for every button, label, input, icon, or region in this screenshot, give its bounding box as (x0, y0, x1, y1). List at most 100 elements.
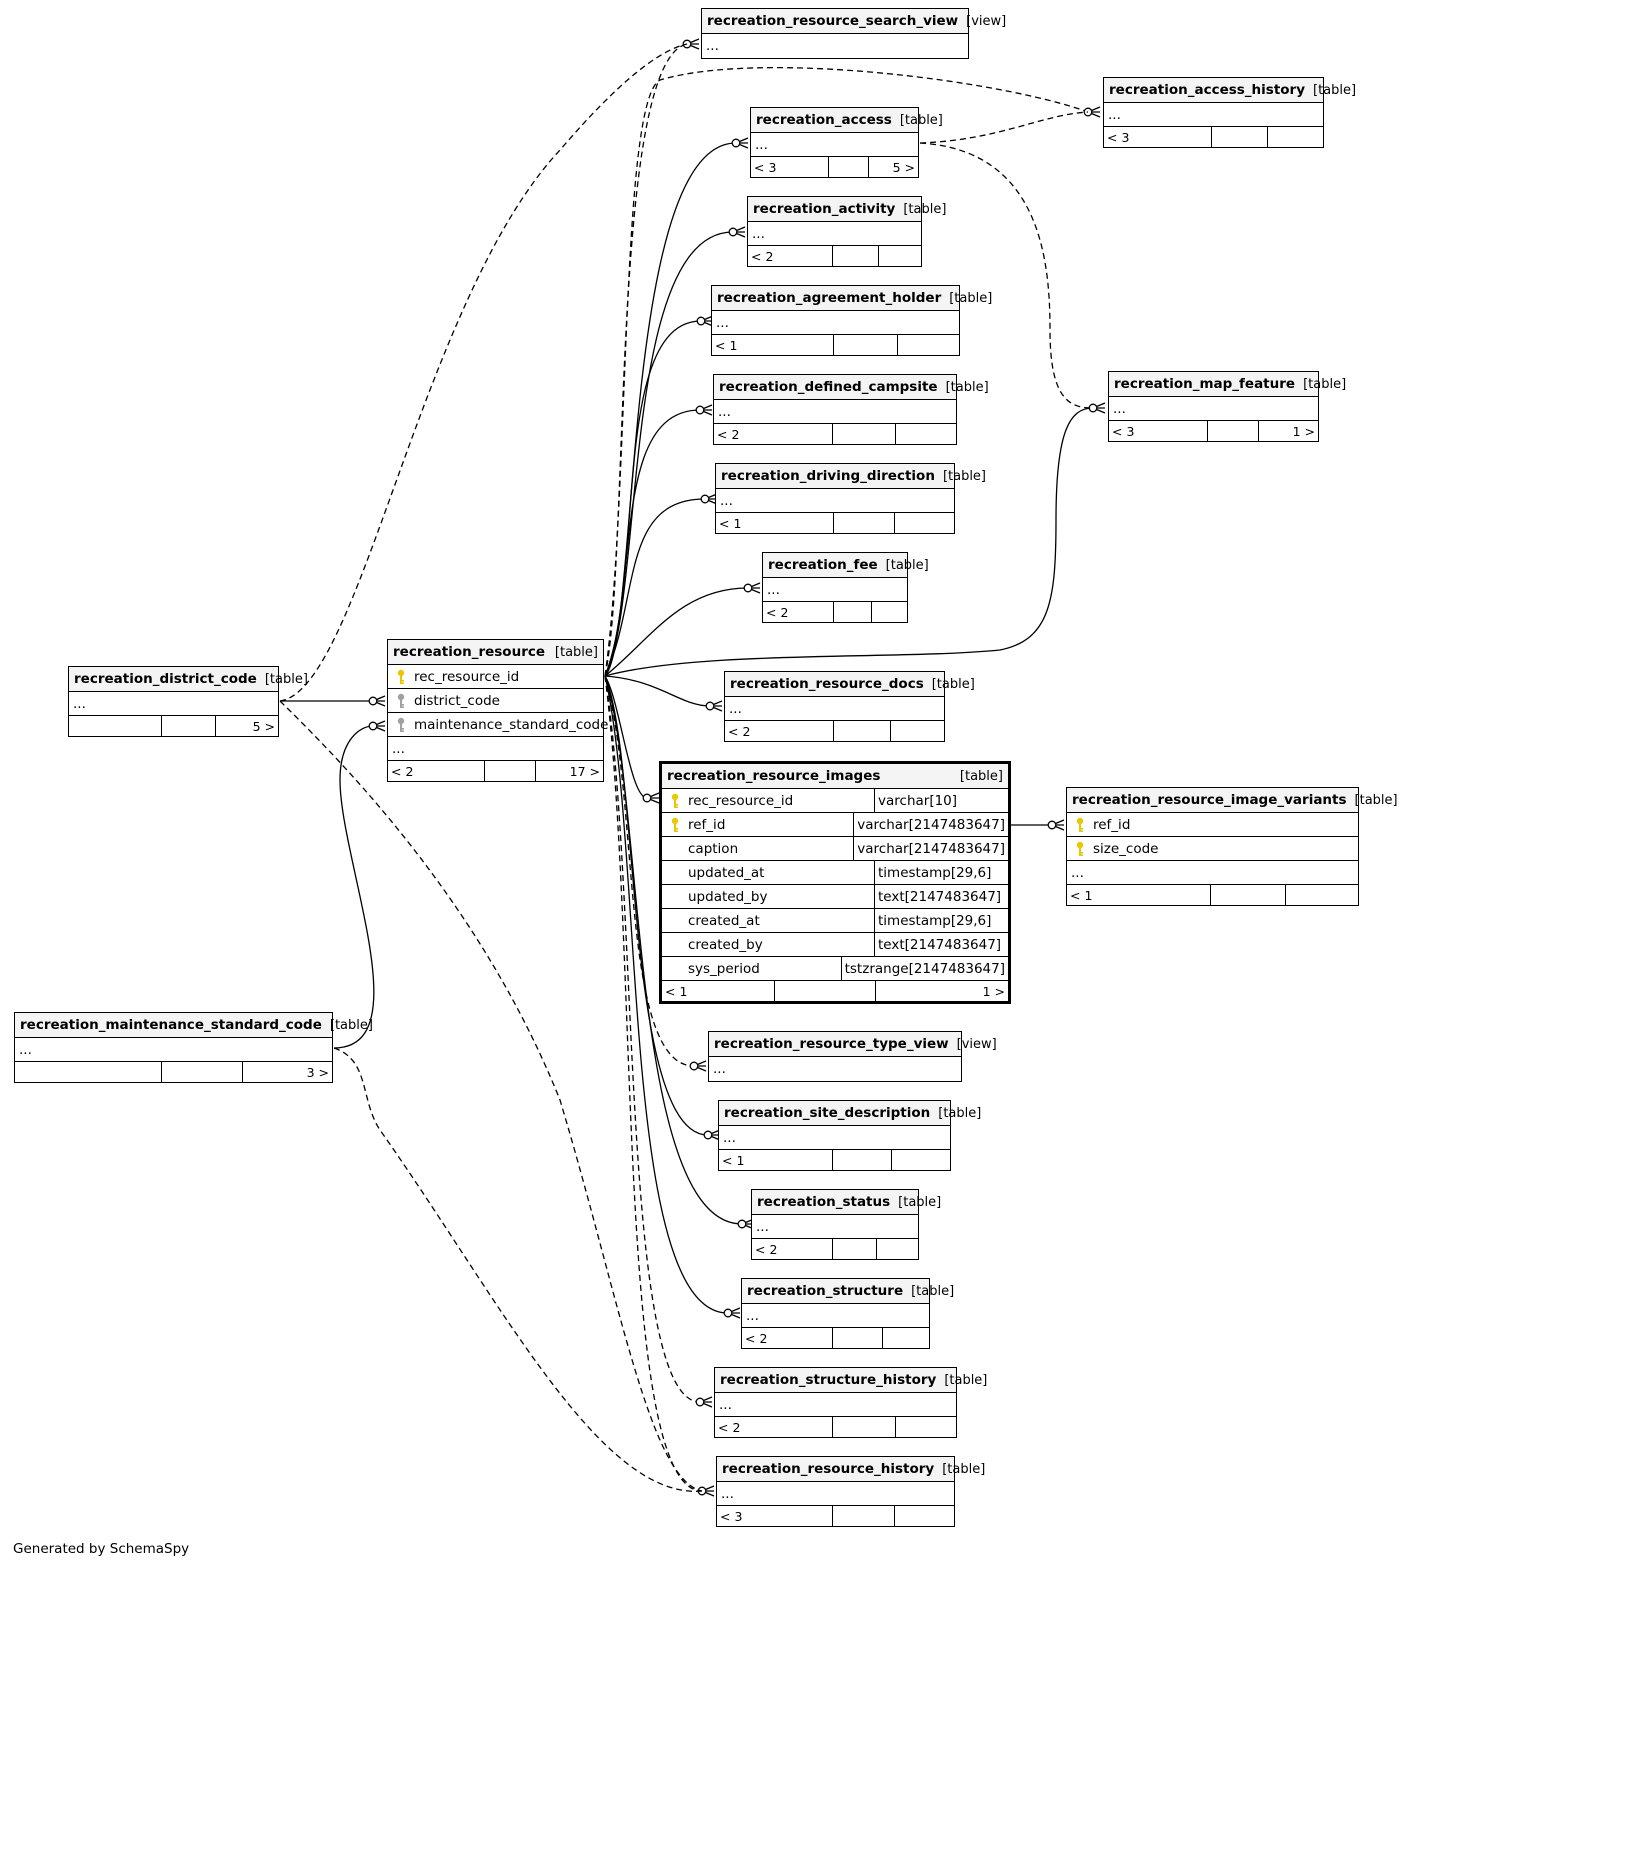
parents-count[interactable]: < 2 (728, 723, 751, 739)
children-count[interactable] (894, 1506, 954, 1526)
table-resource[interactable]: recreation_resource[table]rec_resource_i… (387, 639, 608, 782)
column-type: text[2147483647] (874, 933, 1008, 956)
relationship-resource-to-resource-history (604, 675, 703, 1492)
parents-count[interactable]: < 1 (722, 1152, 745, 1168)
footer-spacer (833, 602, 871, 622)
parents-count[interactable]: < 1 (715, 337, 738, 353)
parents-count[interactable] (69, 716, 161, 736)
children-count[interactable] (895, 424, 956, 444)
children-count[interactable] (897, 335, 959, 355)
table-name: recreation_access (756, 112, 892, 128)
table-resource-images[interactable]: recreation_resource_images[table]rec_res… (659, 761, 1011, 1004)
children-count[interactable]: 1 > (875, 981, 1008, 1001)
table-header: recreation_activity[table] (748, 197, 946, 222)
column-row: ... (751, 133, 918, 157)
parents-count[interactable]: < 3 (1112, 423, 1135, 439)
more-columns: ... (706, 38, 719, 54)
more-columns: ... (713, 1061, 726, 1077)
children-count[interactable] (890, 721, 944, 741)
table-name: recreation_resource_docs (730, 676, 924, 692)
column-name: created_at (688, 912, 760, 929)
table-footer: < 2 (714, 424, 956, 444)
table-status[interactable]: recreation_status[table]...< 2 (751, 1189, 941, 1260)
table-name: recreation_defined_campsite (719, 379, 938, 395)
parents-count[interactable] (15, 1062, 161, 1082)
relationship-resource-to-map-feature (604, 407, 1094, 677)
table-footer: < 1 (719, 1150, 950, 1170)
children-count[interactable]: 1 > (1258, 421, 1318, 441)
children-count[interactable]: 3 > (242, 1062, 332, 1082)
children-count[interactable] (882, 1328, 929, 1348)
relationship-access-to-access-history (919, 111, 1089, 144)
footer-spacer (832, 1417, 895, 1437)
children-count[interactable] (894, 513, 954, 533)
parents-count[interactable]: < 2 (718, 1419, 741, 1435)
footer-spacer (833, 721, 890, 741)
children-count[interactable] (1285, 885, 1358, 905)
table-header: recreation_resource_type_view[view] (709, 1032, 997, 1057)
parents-count[interactable]: < 3 (1107, 129, 1130, 145)
table-district-code[interactable]: recreation_district_code[table]...5 > (68, 666, 308, 737)
table-image-variants[interactable]: recreation_resource_image_variants[table… (1066, 787, 1398, 906)
children-count[interactable] (1267, 127, 1323, 147)
relationship-maint-std-code-to-resource-history (333, 1047, 703, 1492)
parents-count[interactable]: < 2 (755, 1241, 778, 1257)
parents-count[interactable]: < 1 (665, 983, 688, 999)
table-access-history[interactable]: recreation_access_history[table]...< 3 (1103, 77, 1356, 148)
parents-count[interactable]: < 3 (754, 159, 777, 175)
children-count[interactable]: 5 > (215, 716, 278, 736)
table-maint-std-code[interactable]: recreation_maintenance_standard_code[tab… (14, 1012, 373, 1083)
table-structure-history[interactable]: recreation_structure_history[table]...< … (714, 1367, 987, 1438)
table-kind: [table] (1303, 376, 1347, 392)
children-count[interactable] (878, 246, 921, 266)
parents-count[interactable]: < 2 (751, 248, 774, 264)
column-name: sys_period (688, 960, 760, 977)
table-resource-docs[interactable]: recreation_resource_docs[table]...< 2 (724, 671, 975, 742)
column-name: ref_id (688, 816, 726, 833)
column-row: ... (709, 1057, 961, 1081)
table-name: recreation_fee (768, 557, 878, 573)
table-structure[interactable]: recreation_structure[table]...< 2 (741, 1278, 954, 1349)
children-count[interactable]: 17 > (535, 761, 603, 781)
table-resource-history[interactable]: recreation_resource_history[table]...< 3 (716, 1456, 985, 1527)
relationship-resource-to-fee (604, 587, 749, 677)
table-kind: [table] (264, 671, 308, 687)
children-count[interactable]: 5 > (868, 157, 918, 177)
parents-count[interactable]: < 2 (766, 604, 789, 620)
parents-count[interactable]: < 1 (1070, 887, 1093, 903)
table-driving-direction[interactable]: recreation_driving_direction[table]...< … (715, 463, 986, 534)
table-kind: [table] (1313, 82, 1357, 98)
primary-key-icon (666, 817, 684, 833)
table-kind: [table] (899, 112, 943, 128)
optional-marker (723, 1308, 733, 1318)
table-defined-campsite[interactable]: recreation_defined_campsite[table]...< 2 (713, 374, 989, 445)
children-count[interactable] (871, 602, 907, 622)
table-fee[interactable]: recreation_fee[table]...< 2 (762, 552, 929, 623)
parents-count[interactable]: < 3 (720, 1508, 743, 1524)
table-site-description[interactable]: recreation_site_description[table]...< 1 (718, 1100, 981, 1171)
children-count[interactable] (876, 1239, 918, 1259)
parents-count[interactable]: < 2 (745, 1330, 768, 1346)
children-count[interactable] (895, 1417, 956, 1437)
column-name: size_code (1093, 840, 1159, 857)
parents-count[interactable]: < 2 (391, 763, 414, 779)
table-search-view[interactable]: recreation_resource_search_view[view]... (701, 8, 1006, 59)
table-name: recreation_site_description (724, 1105, 931, 1121)
column-row: ... (719, 1126, 950, 1150)
relationship-access-to-map-feature (919, 142, 1094, 409)
table-footer: < 3 (1104, 127, 1323, 147)
column-name: maintenance_standard_code (414, 716, 609, 733)
table-type-view[interactable]: recreation_resource_type_view[view]... (708, 1031, 997, 1082)
table-activity[interactable]: recreation_activity[table]...< 2 (747, 196, 946, 267)
table-header: recreation_maintenance_standard_code[tab… (15, 1013, 373, 1038)
table-access[interactable]: recreation_access [table]... < 3 5 > (750, 107, 943, 178)
relationship-resource-to-defined-campsite (604, 409, 701, 677)
parents-count[interactable]: < 1 (719, 515, 742, 531)
column-type: text[2147483647] (874, 885, 1008, 908)
parents-count[interactable]: < 2 (717, 426, 740, 442)
children-count[interactable] (891, 1150, 950, 1170)
table-agreement-holder[interactable]: recreation_agreement_holder[table]...< 1 (711, 285, 992, 356)
column-row: ... (1067, 861, 1358, 885)
